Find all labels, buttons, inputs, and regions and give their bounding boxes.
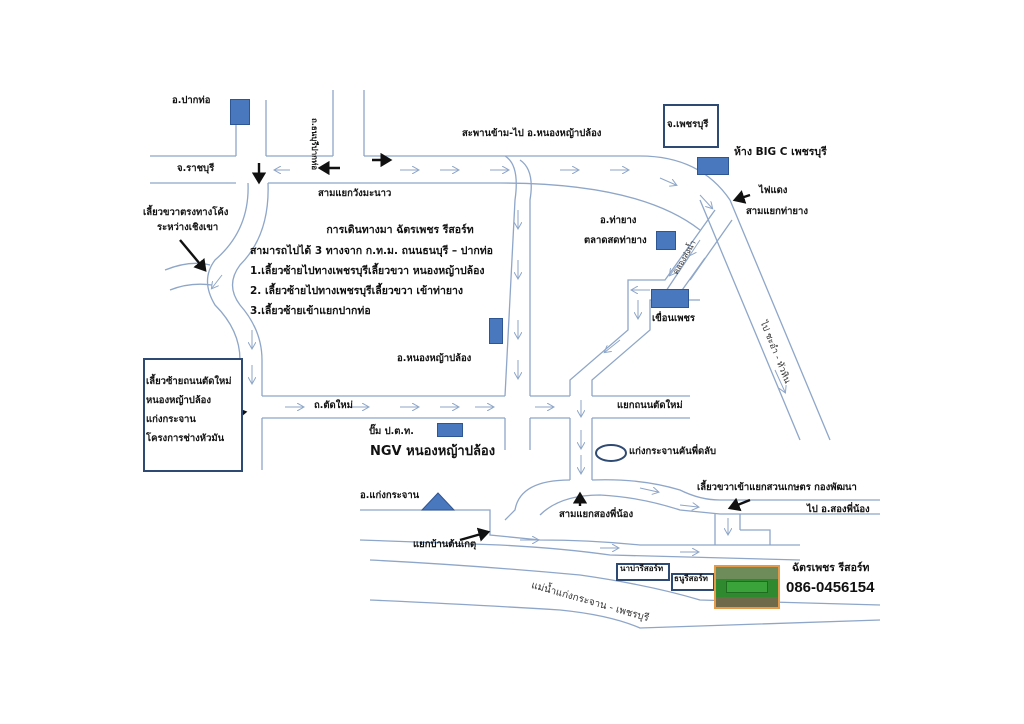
left-box-line: หนองหญ้าปล้อง — [146, 395, 211, 406]
nong-ya-plong-landmark — [489, 318, 503, 344]
road-left-curve-outer — [206, 182, 249, 396]
left-box-line: โครงการช่างหัวมัน — [146, 433, 225, 444]
label-curve-turn-1: เลี้ยวขวาตรงทางโค้ง — [143, 207, 229, 218]
road-cha-am — [699, 199, 831, 441]
label-ban-ton-ket: แยกบ้านต้นเกตุ — [413, 539, 477, 550]
road-lower-1 — [360, 509, 800, 546]
road-mid-left — [504, 155, 517, 450]
label-tha-yang-market: ตลาดสดท่ายาง — [584, 235, 647, 246]
dam-landmark — [651, 289, 689, 308]
ngv-landmark — [437, 423, 463, 437]
naba-resort-box — [616, 563, 670, 581]
label-big-c: ห้าง BIG C เพชรบุรี — [734, 146, 827, 158]
road-loop-outer — [504, 479, 880, 521]
road-left-below — [239, 418, 263, 470]
label-phetchaburi: จ.เพชรบุรี — [667, 119, 709, 130]
directions-intro: สามารถไปได้ 3 ทางจาก ก.ท.ม. ถนนธนบุรี – … — [250, 245, 493, 257]
tha-yang-market-landmark — [656, 231, 676, 250]
resort-photo — [714, 565, 780, 609]
resort-phone: 086-0456154 — [786, 579, 875, 596]
road-left-branch — [164, 262, 213, 291]
left-box-line: เลี้ยวซ้ายถนนตัดใหม่ — [146, 376, 232, 387]
directions-step: 2. เลี้ยวซ้ายไปทางเพชรบุรีเลี้ยวขวา เข้า… — [250, 285, 464, 297]
directions-title: การเดินทางมา ฉัตรเพชร รีสอร์ท — [326, 224, 474, 236]
label-traffic-light: ไฟแดง — [759, 185, 788, 196]
road-pak-tho-right — [332, 90, 365, 156]
label-bridge: สะพานข้าม-ไป อ.หนองหญ้าปล้อง — [462, 128, 602, 139]
left-box-line: แก่งกระจาน — [146, 414, 196, 425]
flow-arrows — [212, 170, 785, 552]
road-resort-access — [714, 514, 771, 545]
pak-tho-landmark — [230, 99, 250, 125]
river-lower — [369, 599, 881, 629]
directions-panel: การเดินทางมา ฉัตรเพชร รีสอร์ท สามารถไปได… — [250, 221, 550, 322]
label-new-road: ถ.ตัดใหม่ — [314, 400, 353, 411]
label-ptt-pump: ปั๊ม ป.ต.ท. — [369, 426, 414, 437]
label-dam: เขื่อนเพชร — [652, 313, 696, 324]
road-lower-2 — [359, 539, 801, 561]
road-left-curve-inner — [231, 182, 269, 396]
phetchaburi-box — [663, 104, 719, 148]
label-curve-turn-2: ระหว่างเชิงเขา — [157, 222, 219, 233]
label-naba-resort: นาบ่ารีสอร์ท — [620, 564, 664, 573]
road-mid-right — [519, 159, 532, 450]
left-directions-box — [143, 358, 243, 472]
label-reservoir: แก่งกระจานคันพี่ดลับ — [629, 446, 716, 457]
label-pak-tho: อ.ปากท่อ — [172, 95, 211, 106]
directions-step: 3.เลี้ยวซ้ายเข้าแยกปากท่อ — [250, 305, 371, 317]
road-loop-inner — [539, 494, 880, 516]
road-south — [569, 418, 593, 480]
direction-arrows — [179, 152, 751, 542]
road-network — [150, 90, 881, 629]
label-turn-right-agri: เลี้ยวขวาเข้าแยกสวนเกษตร กองพัฒนา — [697, 482, 857, 493]
label-tha-yang: อ.ท่ายาง — [600, 215, 637, 226]
big-c-landmark — [697, 157, 729, 175]
label-nong-ya-plong: อ.หนองหญ้าปล้อง — [397, 353, 472, 364]
label-wang-manao: สามแยกวังมะนาว — [318, 188, 392, 199]
label-to-song-phi-nong: ไป อ.สองพี่น้อง — [807, 504, 870, 515]
label-nong-resort: ธนูรีสอร์ท — [674, 574, 708, 583]
directions-step: 1.เลี้ยวซ้ายไปทางเพชรบุรีเลี้ยวขวา หนองห… — [250, 265, 485, 277]
road-top-lower — [150, 182, 701, 231]
label-song-phi-nong-junction: สามแยกสองพี่น้อง — [559, 509, 634, 520]
reservoir-oval-icon — [595, 444, 627, 462]
label-road-pak-tho: ถ.ธนบุรีปากท่อ — [310, 118, 319, 171]
label-ratchaburi: จ.ราชบุรี — [177, 163, 215, 174]
label-tha-yang-junction: สามแยกท่ายาง — [746, 206, 808, 217]
label-resort-name: ฉัตรเพชร รีสอร์ท — [792, 562, 870, 574]
label-kaeng-krachan: อ.แก่งกระจาน — [360, 490, 420, 501]
label-ngv: NGV หนองหญ้าปล้อง — [370, 444, 496, 459]
label-new-road-junction: แยกถนนตัดใหม่ — [617, 400, 683, 411]
road-top-upper — [150, 155, 731, 201]
river-upper — [369, 559, 881, 606]
kaeng-krachan-triangle — [420, 492, 456, 511]
